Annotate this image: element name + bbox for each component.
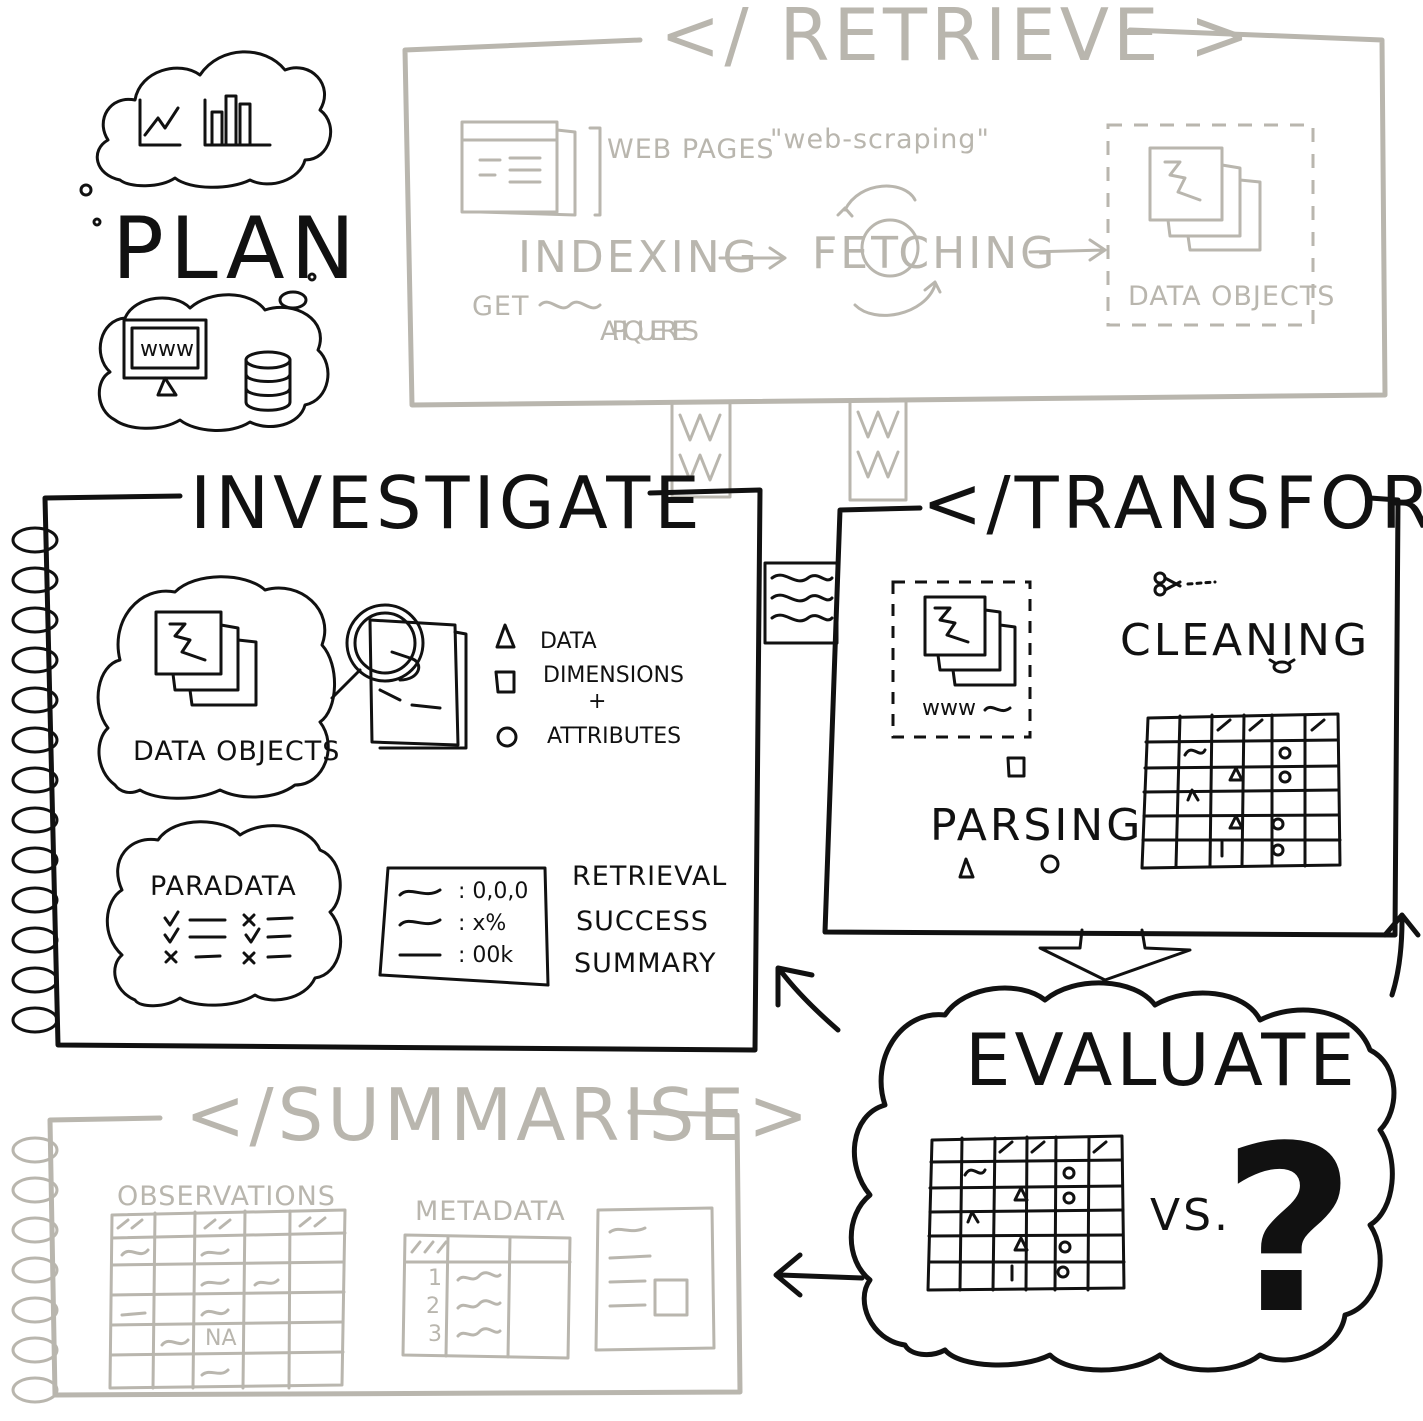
spiral-binding	[11, 1136, 59, 1404]
spiral-binding	[11, 526, 59, 1034]
transform-to-evaluate-arrow	[1038, 928, 1192, 982]
square-icon	[494, 670, 516, 694]
fetching-to-data-objects-arrow	[1028, 238, 1107, 262]
plan-chart-thought-cloud	[95, 50, 333, 189]
data-objects-icon	[154, 610, 258, 707]
legend-data-label: DATA	[540, 629, 597, 654]
thought-bubble-dot	[307, 272, 317, 282]
vs-label: VS.	[1150, 1190, 1231, 1241]
evaluate-to-investigate-arrow	[775, 965, 841, 1033]
retrieve-section: </ RETRIEVE > WEB PAGES "web-scraping" I…	[402, 0, 1388, 502]
summary-row-3-value: : 00k	[458, 943, 513, 968]
summary-row-1-value: : 0,0,0	[458, 879, 528, 904]
fetching-label: FETCHING	[812, 228, 1057, 279]
metadata-table	[401, 1233, 572, 1360]
circle-icon	[496, 726, 518, 748]
investigate-section: INVESTIGATE DATA OBJECTS DATA DIMENSIONS…	[11, 461, 763, 1053]
investigate-title: INVESTIGATE	[190, 461, 704, 545]
retrieval-summary-table: : 0,0,0 : x% : 00k	[378, 866, 550, 987]
transform-section: </TRANSFORM> www CLEANING	[822, 461, 1423, 938]
database-icon	[244, 350, 292, 412]
indexing-label: INDEXING	[518, 232, 760, 283]
cleaning-label: CLEANING	[1120, 615, 1370, 666]
data-objects-icon	[923, 595, 1017, 687]
connector-texture	[856, 410, 900, 479]
evaluate-cloud	[848, 980, 1397, 1373]
line-chart-icon	[138, 98, 182, 147]
retrieve-frame	[402, 27, 1388, 408]
evaluate-data-grid	[926, 1134, 1126, 1292]
web-pages-icon	[460, 120, 602, 217]
squiggle-connector	[983, 705, 1012, 713]
bug-icon	[1268, 658, 1296, 674]
metadata-label: METADATA	[415, 1196, 566, 1227]
investigate-notebook-frame	[42, 487, 763, 1053]
summarise-notebook-frame	[47, 1109, 743, 1398]
summary-label: SUMMARY	[574, 948, 717, 979]
legend-plus-label: +	[588, 689, 606, 714]
retrieval-label: RETRIEVAL	[572, 861, 727, 892]
bar-chart-icon	[203, 94, 272, 147]
evaluate-to-summarise-arrow	[773, 1252, 865, 1298]
web-pages-label: WEB PAGES	[607, 134, 775, 165]
summarise-section: </SUMMARISE> OBSERVATIONS NA METADATA 1 …	[11, 1073, 812, 1404]
evaluate-title: EVALUATE	[965, 1018, 1359, 1102]
metadata-row-3: 3	[428, 1322, 442, 1347]
triangle-icon	[958, 857, 975, 879]
retrieve-title: </ RETRIEVE >	[660, 0, 1254, 77]
monitor-icon: www	[122, 318, 208, 397]
retrieve-connector-right	[848, 398, 908, 502]
plan-title: PLAN	[112, 199, 361, 299]
observations-label: OBSERVATIONS	[117, 1181, 336, 1212]
data-objects-cloud	[96, 575, 336, 800]
transform-www-label: www	[922, 696, 976, 721]
get-label: GET	[472, 291, 529, 322]
summary-row-2-value: : x%	[458, 911, 506, 936]
retrieve-connector-left	[670, 400, 732, 499]
monitor-www-text: www	[140, 337, 194, 362]
paradata-label: PARADATA	[150, 871, 297, 902]
plan-web-thought-cloud	[97, 293, 330, 432]
retrieve-data-objects-label: DATA OBJECTS	[1128, 281, 1335, 312]
legend-attributes-label: ATTRIBUTES	[547, 724, 681, 749]
indexing-to-fetching-arrow	[718, 246, 787, 270]
data-objects-dashed-box	[1106, 123, 1315, 327]
success-label: SUCCESS	[576, 906, 709, 937]
document-icon	[594, 1206, 716, 1352]
data-objects-label: DATA OBJECTS	[133, 736, 340, 767]
evaluate-to-transform-arrow	[1382, 912, 1421, 998]
thought-bubble-dot	[79, 183, 93, 197]
checklist-icon	[163, 910, 294, 965]
transform-dashed-box	[891, 580, 1032, 739]
na-label: NA	[205, 1326, 237, 1351]
connector-texture	[678, 413, 722, 482]
transform-frame	[822, 495, 1401, 938]
investigate-transform-connector	[763, 561, 839, 645]
evaluate-section: EVALUATE VS. ?	[848, 980, 1397, 1373]
paradata-cloud	[105, 820, 343, 1008]
api-queries-label: API QUERIES	[600, 316, 700, 347]
scissors-icon	[1153, 571, 1217, 597]
plan-section: PLAN www	[79, 50, 361, 432]
thought-bubble-dot	[92, 217, 102, 227]
circle-icon	[1040, 854, 1060, 874]
fetching-cycle-icon	[836, 184, 942, 317]
squiggle-connector	[538, 300, 602, 310]
question-mark: ?	[1222, 1098, 1355, 1365]
cleaning-data-grid	[1140, 712, 1342, 870]
magnifier-document-icon	[330, 603, 468, 750]
parsing-label: PARSING	[930, 800, 1143, 851]
web-scraping-label: "web-scraping"	[770, 124, 990, 155]
data-objects-icon	[1148, 146, 1262, 252]
metadata-row-2: 2	[426, 1294, 440, 1319]
metadata-row-1: 1	[428, 1266, 442, 1291]
transform-title: </TRANSFORM>	[922, 461, 1423, 545]
summarise-title: </SUMMARISE>	[185, 1073, 812, 1157]
square-icon	[1006, 756, 1026, 778]
legend-dimensions-label: DIMENSIONS	[543, 663, 684, 688]
triangle-icon	[495, 623, 516, 649]
observations-table	[108, 1208, 347, 1390]
